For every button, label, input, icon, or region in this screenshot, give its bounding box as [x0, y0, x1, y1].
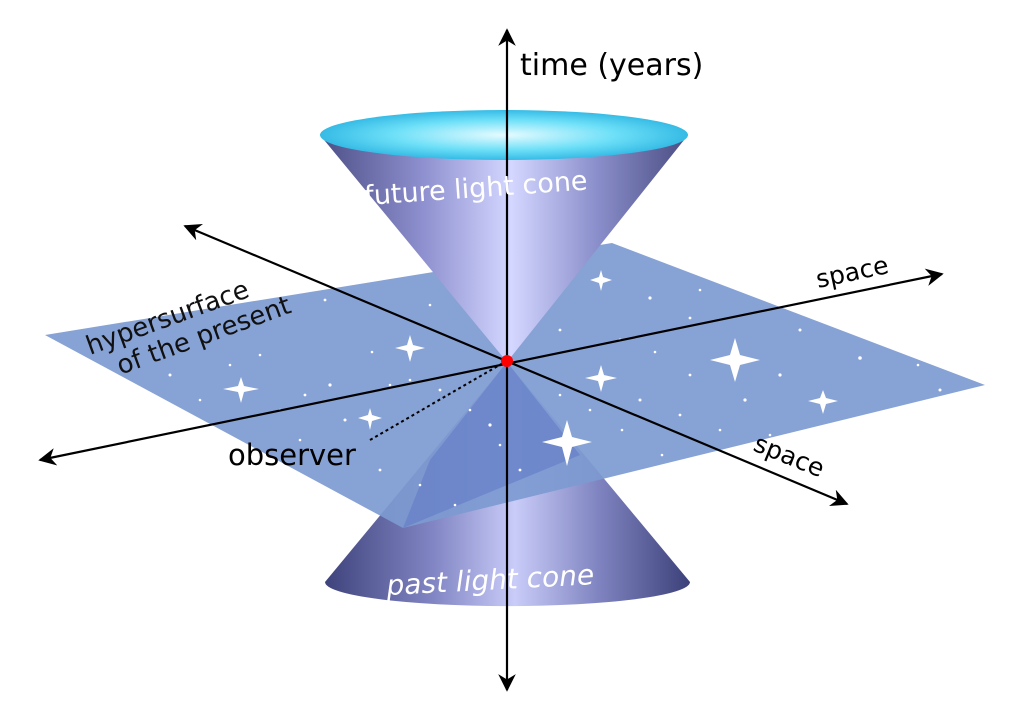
future-cone-rim: [320, 110, 688, 160]
observer-label: observer: [228, 438, 356, 472]
space-axis-label-bottom: space: [750, 429, 829, 483]
time-axis-label: time (years): [520, 48, 703, 83]
observer-pointer: [369, 362, 504, 441]
space-axis-back-front: [183, 224, 849, 506]
observer-dot: [501, 355, 513, 367]
